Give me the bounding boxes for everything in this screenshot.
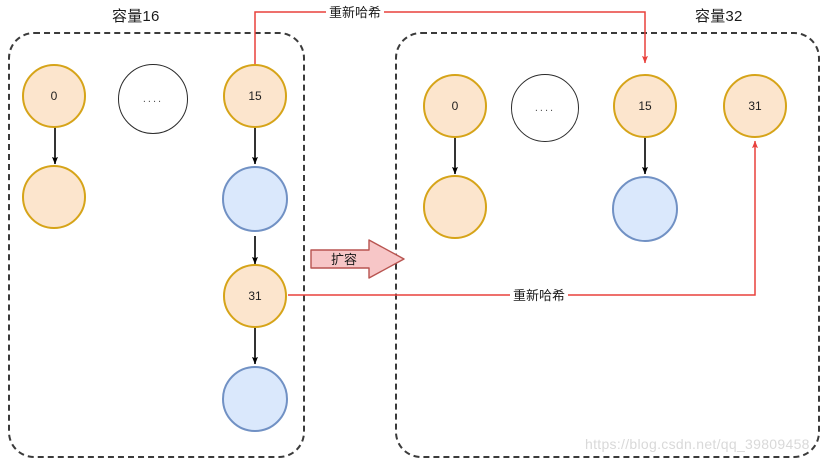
chain-node-right-15-1[interactable]	[612, 176, 678, 242]
capacity-label-left: 容量16	[112, 8, 160, 25]
bucket-node-left-15[interactable]: 15	[223, 64, 287, 128]
bucket-node-right-ellipsis: ....	[511, 74, 579, 142]
bucket-node-right-31[interactable]: 31	[723, 74, 787, 138]
bucket-node-right-15[interactable]: 15	[613, 74, 677, 138]
rehash-label-bottom: 重新哈希	[510, 285, 569, 304]
capacity-panel-left	[8, 32, 305, 458]
bucket-node-left-0[interactable]: 0	[22, 64, 86, 128]
rehash-label-top: 重新哈希	[326, 2, 385, 21]
chain-node-left-15-3[interactable]	[222, 366, 288, 432]
node-label: 31	[248, 289, 262, 303]
rehash-connector-bottom	[288, 140, 759, 296]
rehash-connector-top	[254, 11, 648, 66]
chain-node-right-0-1[interactable]	[423, 175, 487, 239]
capacity-label-right: 容量32	[695, 8, 743, 25]
node-label: 0	[451, 99, 459, 113]
node-label: 31	[748, 99, 762, 113]
expand-arrow-label: 扩容	[331, 252, 358, 267]
expand-block-arrow	[310, 239, 405, 279]
ellipsis-label: ....	[534, 101, 556, 114]
chain-node-left-15-2[interactable]: 31	[223, 264, 287, 328]
ellipsis-label: ....	[142, 92, 164, 105]
capacity-panel-right	[395, 32, 820, 458]
chain-node-left-15-1[interactable]	[222, 166, 288, 232]
node-label: 0	[50, 89, 58, 103]
chain-node-left-0-1[interactable]	[22, 165, 86, 229]
node-label: 15	[248, 89, 262, 103]
watermark: https://blog.csdn.net/qq_39809458	[585, 436, 810, 452]
node-label: 15	[638, 99, 652, 113]
bucket-node-right-0[interactable]: 0	[423, 74, 487, 138]
bucket-node-left-ellipsis: ....	[118, 64, 188, 134]
